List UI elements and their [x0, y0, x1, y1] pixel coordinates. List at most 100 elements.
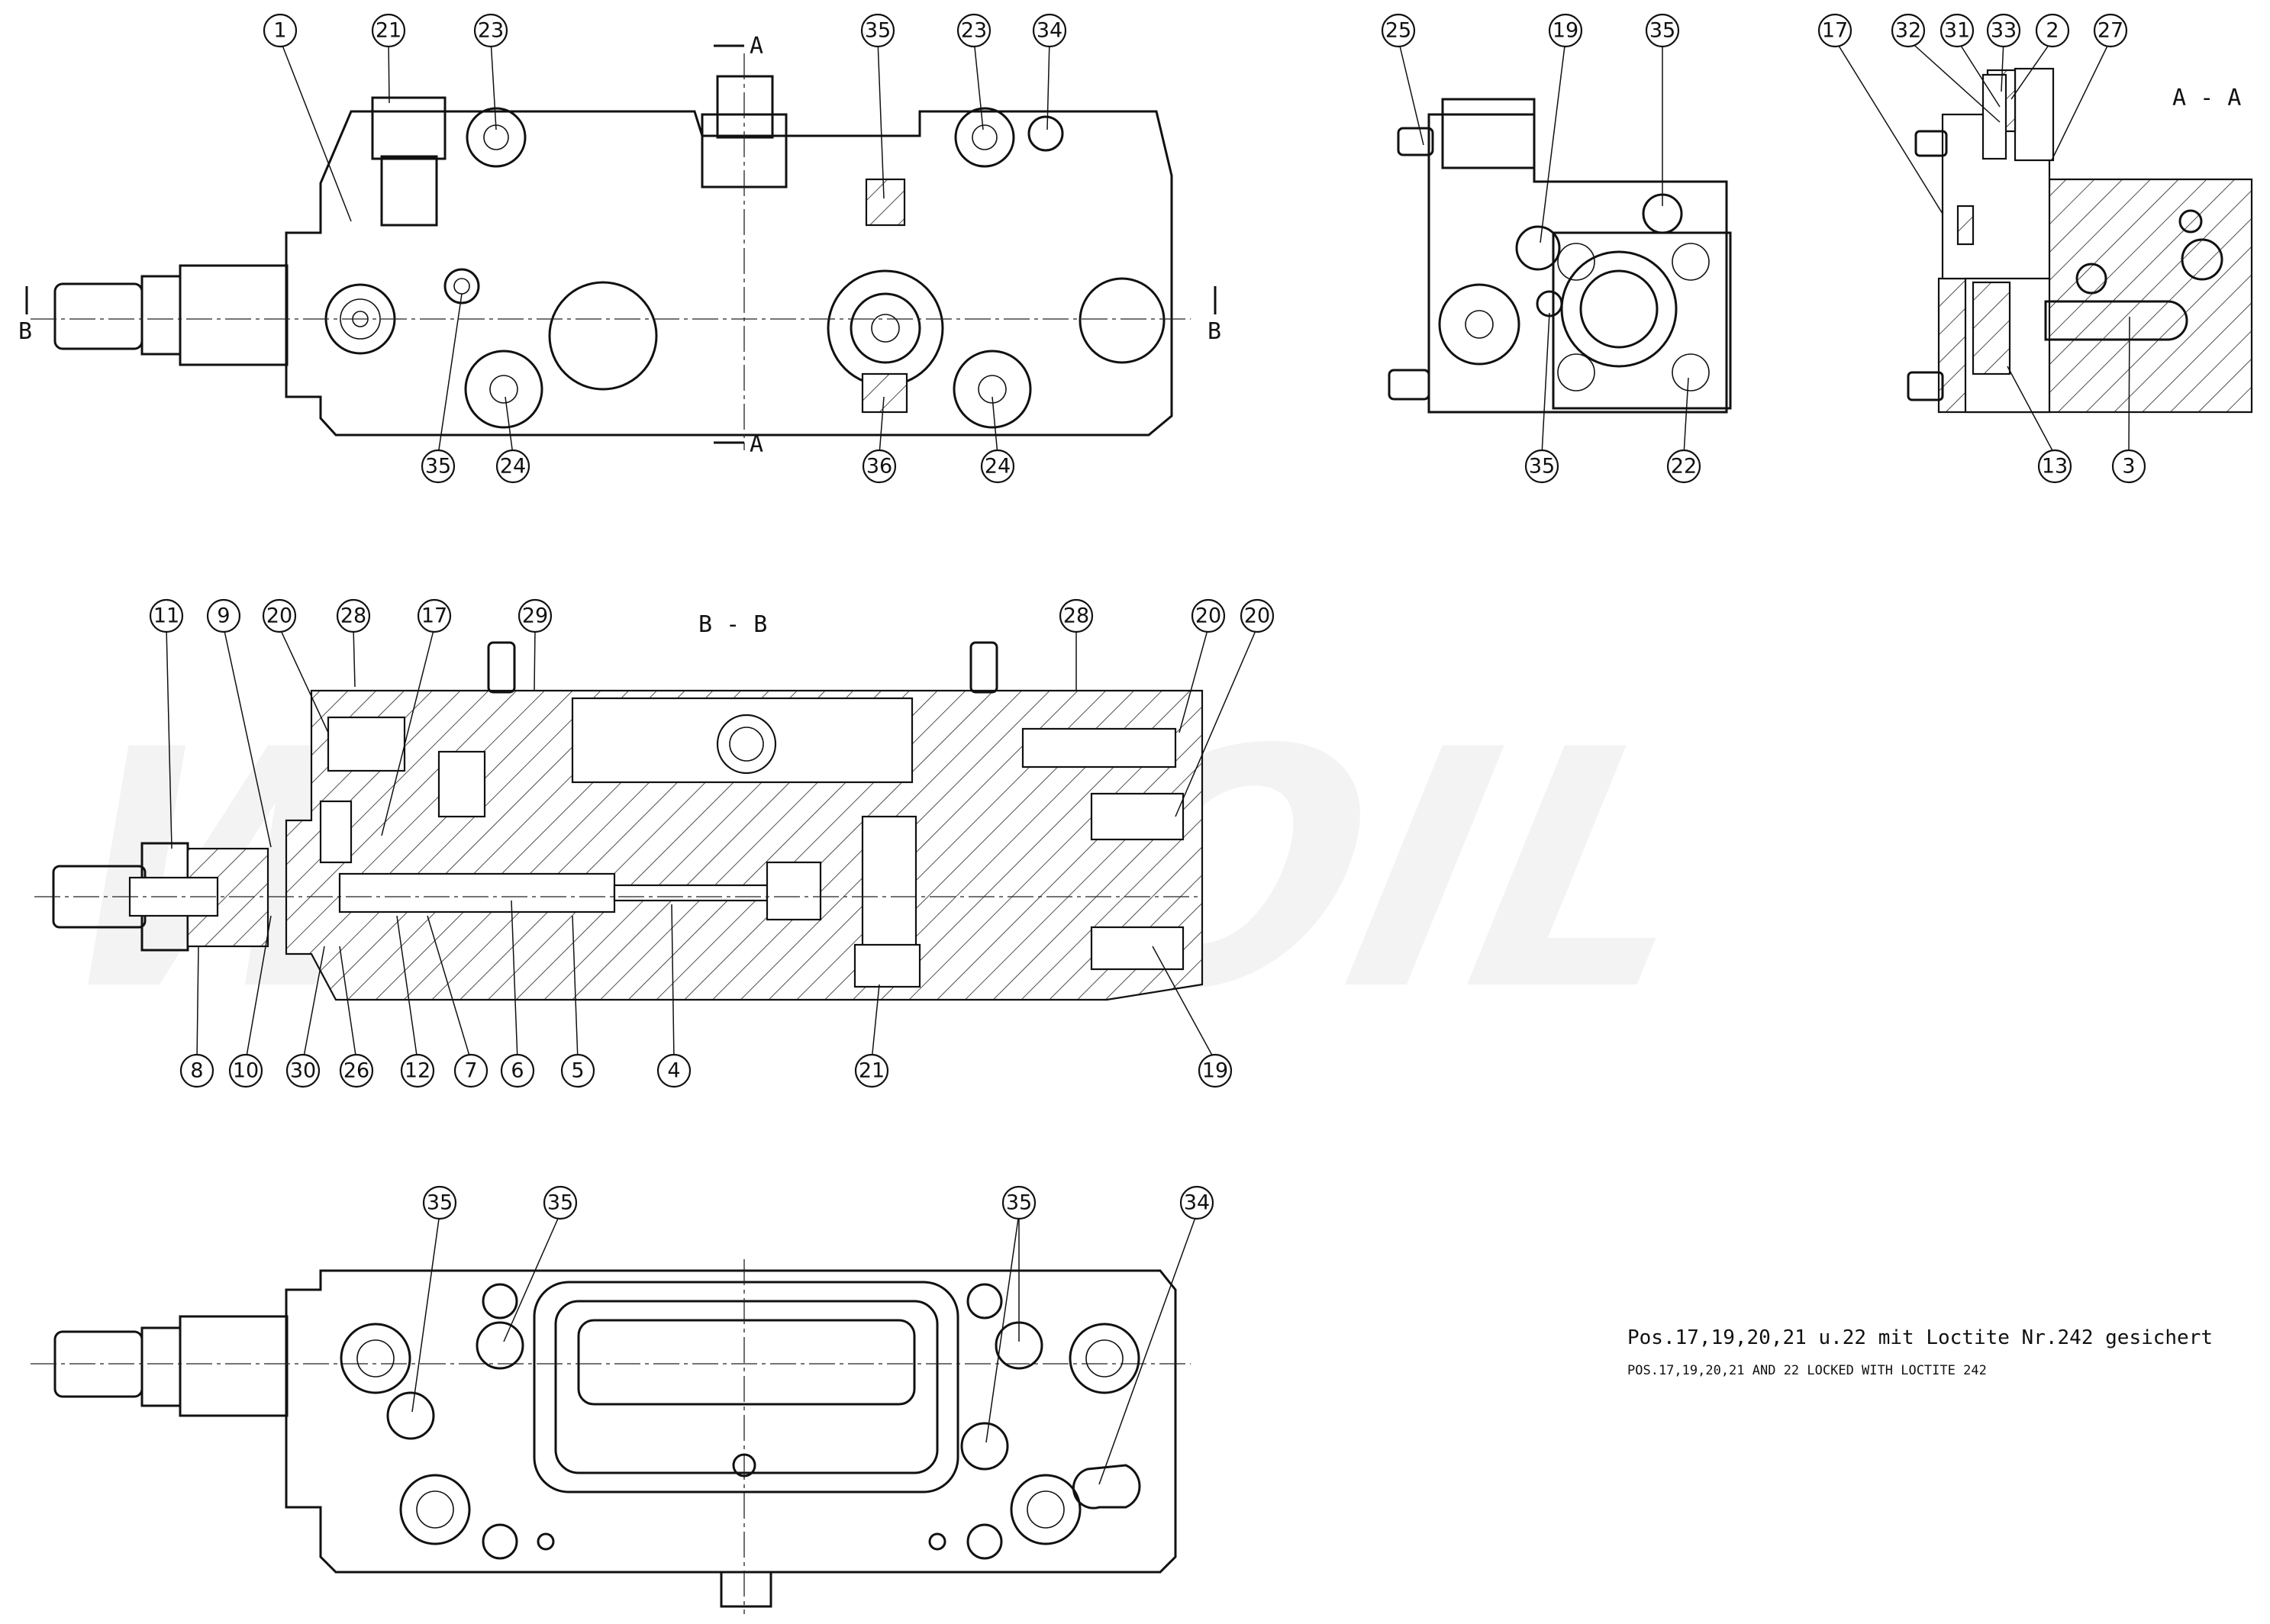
svg-text:20: 20	[1244, 604, 1270, 628]
balloon: 35	[860, 13, 895, 48]
svg-text:35: 35	[427, 1191, 453, 1215]
svg-text:B: B	[1208, 318, 1221, 345]
svg-text:25: 25	[1385, 19, 1411, 43]
balloon: 25	[1381, 13, 1416, 48]
balloon: 35	[1001, 1185, 1037, 1220]
svg-text:24: 24	[500, 455, 526, 478]
svg-text:28: 28	[340, 604, 366, 628]
svg-text:21: 21	[859, 1059, 885, 1083]
balloon: 4	[656, 1053, 692, 1088]
balloon: 7	[453, 1053, 489, 1088]
svg-text:35: 35	[1006, 1191, 1032, 1215]
balloon: 11	[149, 598, 184, 633]
balloon: 34	[1032, 13, 1067, 48]
section-a-balloons: 17 32 31 33 2 27 13 3	[1817, 13, 2146, 484]
balloon: 29	[518, 598, 553, 633]
balloon: 33	[1986, 13, 2021, 48]
loctite-note-english: POS.17,19,20,21 AND 22 LOCKED WITH LOCTI…	[1627, 1363, 1987, 1378]
svg-text:5: 5	[571, 1059, 584, 1083]
balloon: 27	[2093, 13, 2128, 48]
svg-text:1: 1	[273, 19, 286, 43]
side-view-balloons: 25 19 35 35 22	[1381, 13, 1701, 484]
balloon: 23	[473, 13, 508, 48]
balloon: 23	[956, 13, 992, 48]
balloon: 19	[1548, 13, 1583, 48]
balloon: 17	[417, 598, 452, 633]
svg-text:B: B	[18, 318, 32, 345]
balloon: 8	[179, 1053, 214, 1088]
svg-text:35: 35	[547, 1191, 573, 1215]
balloon: 19	[1198, 1053, 1233, 1088]
svg-text:7: 7	[464, 1059, 477, 1083]
svg-text:21: 21	[376, 19, 401, 43]
svg-text:19: 19	[1202, 1059, 1228, 1083]
svg-text:35: 35	[1529, 455, 1555, 478]
balloon: 1	[263, 13, 298, 48]
balloon: 20	[1191, 598, 1226, 633]
bottom-view	[31, 1213, 1198, 1614]
balloon: 26	[339, 1053, 374, 1088]
svg-text:8: 8	[190, 1059, 203, 1083]
balloon: 9	[206, 598, 241, 633]
balloon: 31	[1939, 13, 1975, 48]
balloon: 17	[1817, 13, 1852, 48]
balloon: 12	[400, 1053, 435, 1088]
section-marker-a-top: A	[714, 33, 763, 60]
balloon: 20	[1240, 598, 1275, 633]
balloon: 30	[285, 1053, 321, 1088]
svg-text:29: 29	[522, 604, 548, 628]
loctite-note-german: Pos.17,19,20,21 u.22 mit Loctite Nr.242 …	[1627, 1326, 2214, 1349]
front-view: A A B B	[18, 33, 1221, 458]
side-view	[1388, 39, 1732, 456]
section-marker-a-bottom: A	[714, 431, 763, 458]
balloon: 22	[1666, 449, 1701, 484]
balloon: 10	[228, 1053, 263, 1088]
balloon: 24	[495, 449, 530, 484]
svg-text:13: 13	[2042, 455, 2068, 478]
section-b-balloons: 11 9 20 28 17 29 28 20 20 8 10 30 26 12 …	[149, 598, 1275, 1088]
svg-text:31: 31	[1944, 19, 1970, 43]
balloon: 35	[543, 1185, 578, 1220]
svg-text:27: 27	[2097, 19, 2123, 43]
balloon: 28	[336, 598, 371, 633]
svg-text:A: A	[750, 431, 763, 458]
svg-text:9: 9	[217, 604, 230, 628]
svg-text:6: 6	[511, 1059, 524, 1083]
svg-text:30: 30	[290, 1059, 316, 1083]
svg-text:33: 33	[1991, 19, 2017, 43]
section-a-title: A - A	[2172, 85, 2241, 111]
balloon: 28	[1059, 598, 1094, 633]
balloon: 32	[1891, 13, 1926, 48]
svg-text:35: 35	[1649, 19, 1675, 43]
balloon: 36	[862, 449, 897, 484]
bottom-view-balloons: 35 35 35 34	[422, 1185, 1214, 1220]
svg-text:35: 35	[425, 455, 451, 478]
balloon: 34	[1179, 1185, 1214, 1220]
svg-text:35: 35	[865, 19, 891, 43]
svg-text:17: 17	[1822, 19, 1848, 43]
svg-text:34: 34	[1037, 19, 1062, 43]
svg-text:4: 4	[667, 1059, 680, 1083]
balloon: 2	[2035, 13, 2070, 48]
balloon: 3	[2111, 449, 2146, 484]
svg-text:12: 12	[405, 1059, 430, 1083]
section-b-view: B - B	[34, 611, 1258, 1062]
svg-text:11: 11	[153, 604, 179, 628]
balloon: 13	[2037, 449, 2072, 484]
svg-text:24: 24	[985, 455, 1011, 478]
svg-text:3: 3	[2122, 455, 2135, 478]
svg-text:36: 36	[866, 455, 892, 478]
balloon: 35	[422, 1185, 457, 1220]
balloon: 24	[980, 449, 1015, 484]
svg-text:20: 20	[266, 604, 292, 628]
svg-text:20: 20	[1195, 604, 1221, 628]
section-b-title: B - B	[698, 611, 767, 638]
svg-text:23: 23	[961, 19, 987, 43]
svg-text:17: 17	[421, 604, 447, 628]
section-marker-b-left: B	[18, 286, 32, 345]
balloon: 35	[1645, 13, 1680, 48]
section-marker-b-right: B	[1208, 286, 1221, 345]
svg-text:A: A	[750, 33, 763, 60]
balloon: 21	[371, 13, 406, 48]
